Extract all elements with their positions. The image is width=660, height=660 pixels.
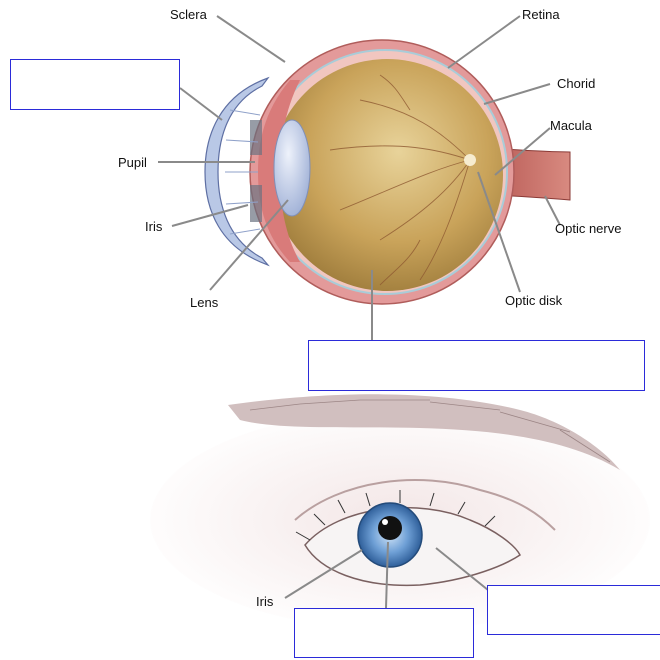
external-pupil-shape bbox=[378, 516, 402, 540]
label-sclera: Sclera bbox=[170, 7, 207, 22]
lens-shape bbox=[274, 120, 310, 216]
vitreous-answer-box[interactable] bbox=[308, 340, 645, 391]
optic-disk-shape bbox=[464, 154, 476, 166]
label-chorid: Chorid bbox=[557, 76, 595, 91]
label-lens: Lens bbox=[190, 295, 218, 310]
label-optic-nerve: Optic nerve bbox=[555, 221, 621, 236]
sclera-answer-box[interactable] bbox=[487, 585, 660, 635]
pupil-answer-box[interactable] bbox=[294, 608, 474, 658]
label-iris-bottom: Iris bbox=[256, 594, 273, 609]
label-retina: Retina bbox=[522, 7, 560, 22]
cornea-answer-box[interactable] bbox=[10, 59, 180, 110]
label-macula: Macula bbox=[550, 118, 592, 133]
pupil-highlight bbox=[382, 519, 388, 525]
label-iris-top: Iris bbox=[145, 219, 162, 234]
label-optic-disk: Optic disk bbox=[505, 293, 562, 308]
label-pupil: Pupil bbox=[118, 155, 147, 170]
